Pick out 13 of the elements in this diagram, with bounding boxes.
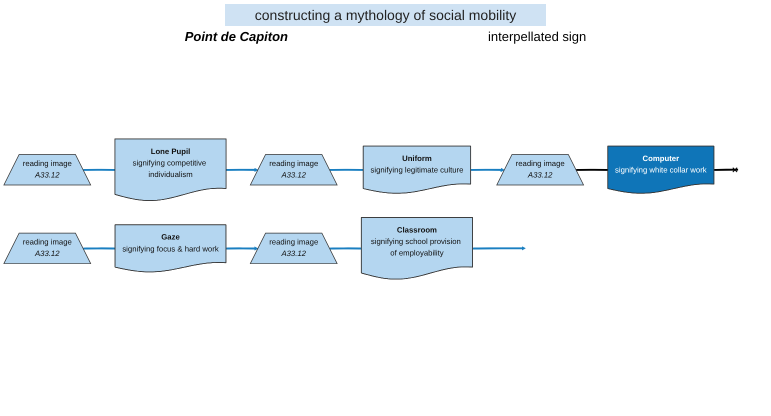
connector xyxy=(83,168,116,171)
banner-arrow-text: constructing a mythology of social mobility xyxy=(224,4,546,26)
arrow xyxy=(226,246,258,251)
connector xyxy=(576,168,608,171)
arrow xyxy=(226,168,258,172)
connector xyxy=(83,247,116,250)
arrow xyxy=(470,168,505,172)
connector xyxy=(330,247,362,250)
arrow xyxy=(472,246,526,250)
annotation: Point de Capiton xyxy=(184,29,288,44)
connector xyxy=(330,168,364,171)
annotation: interpellated sign xyxy=(488,29,586,44)
connector xyxy=(714,167,738,172)
